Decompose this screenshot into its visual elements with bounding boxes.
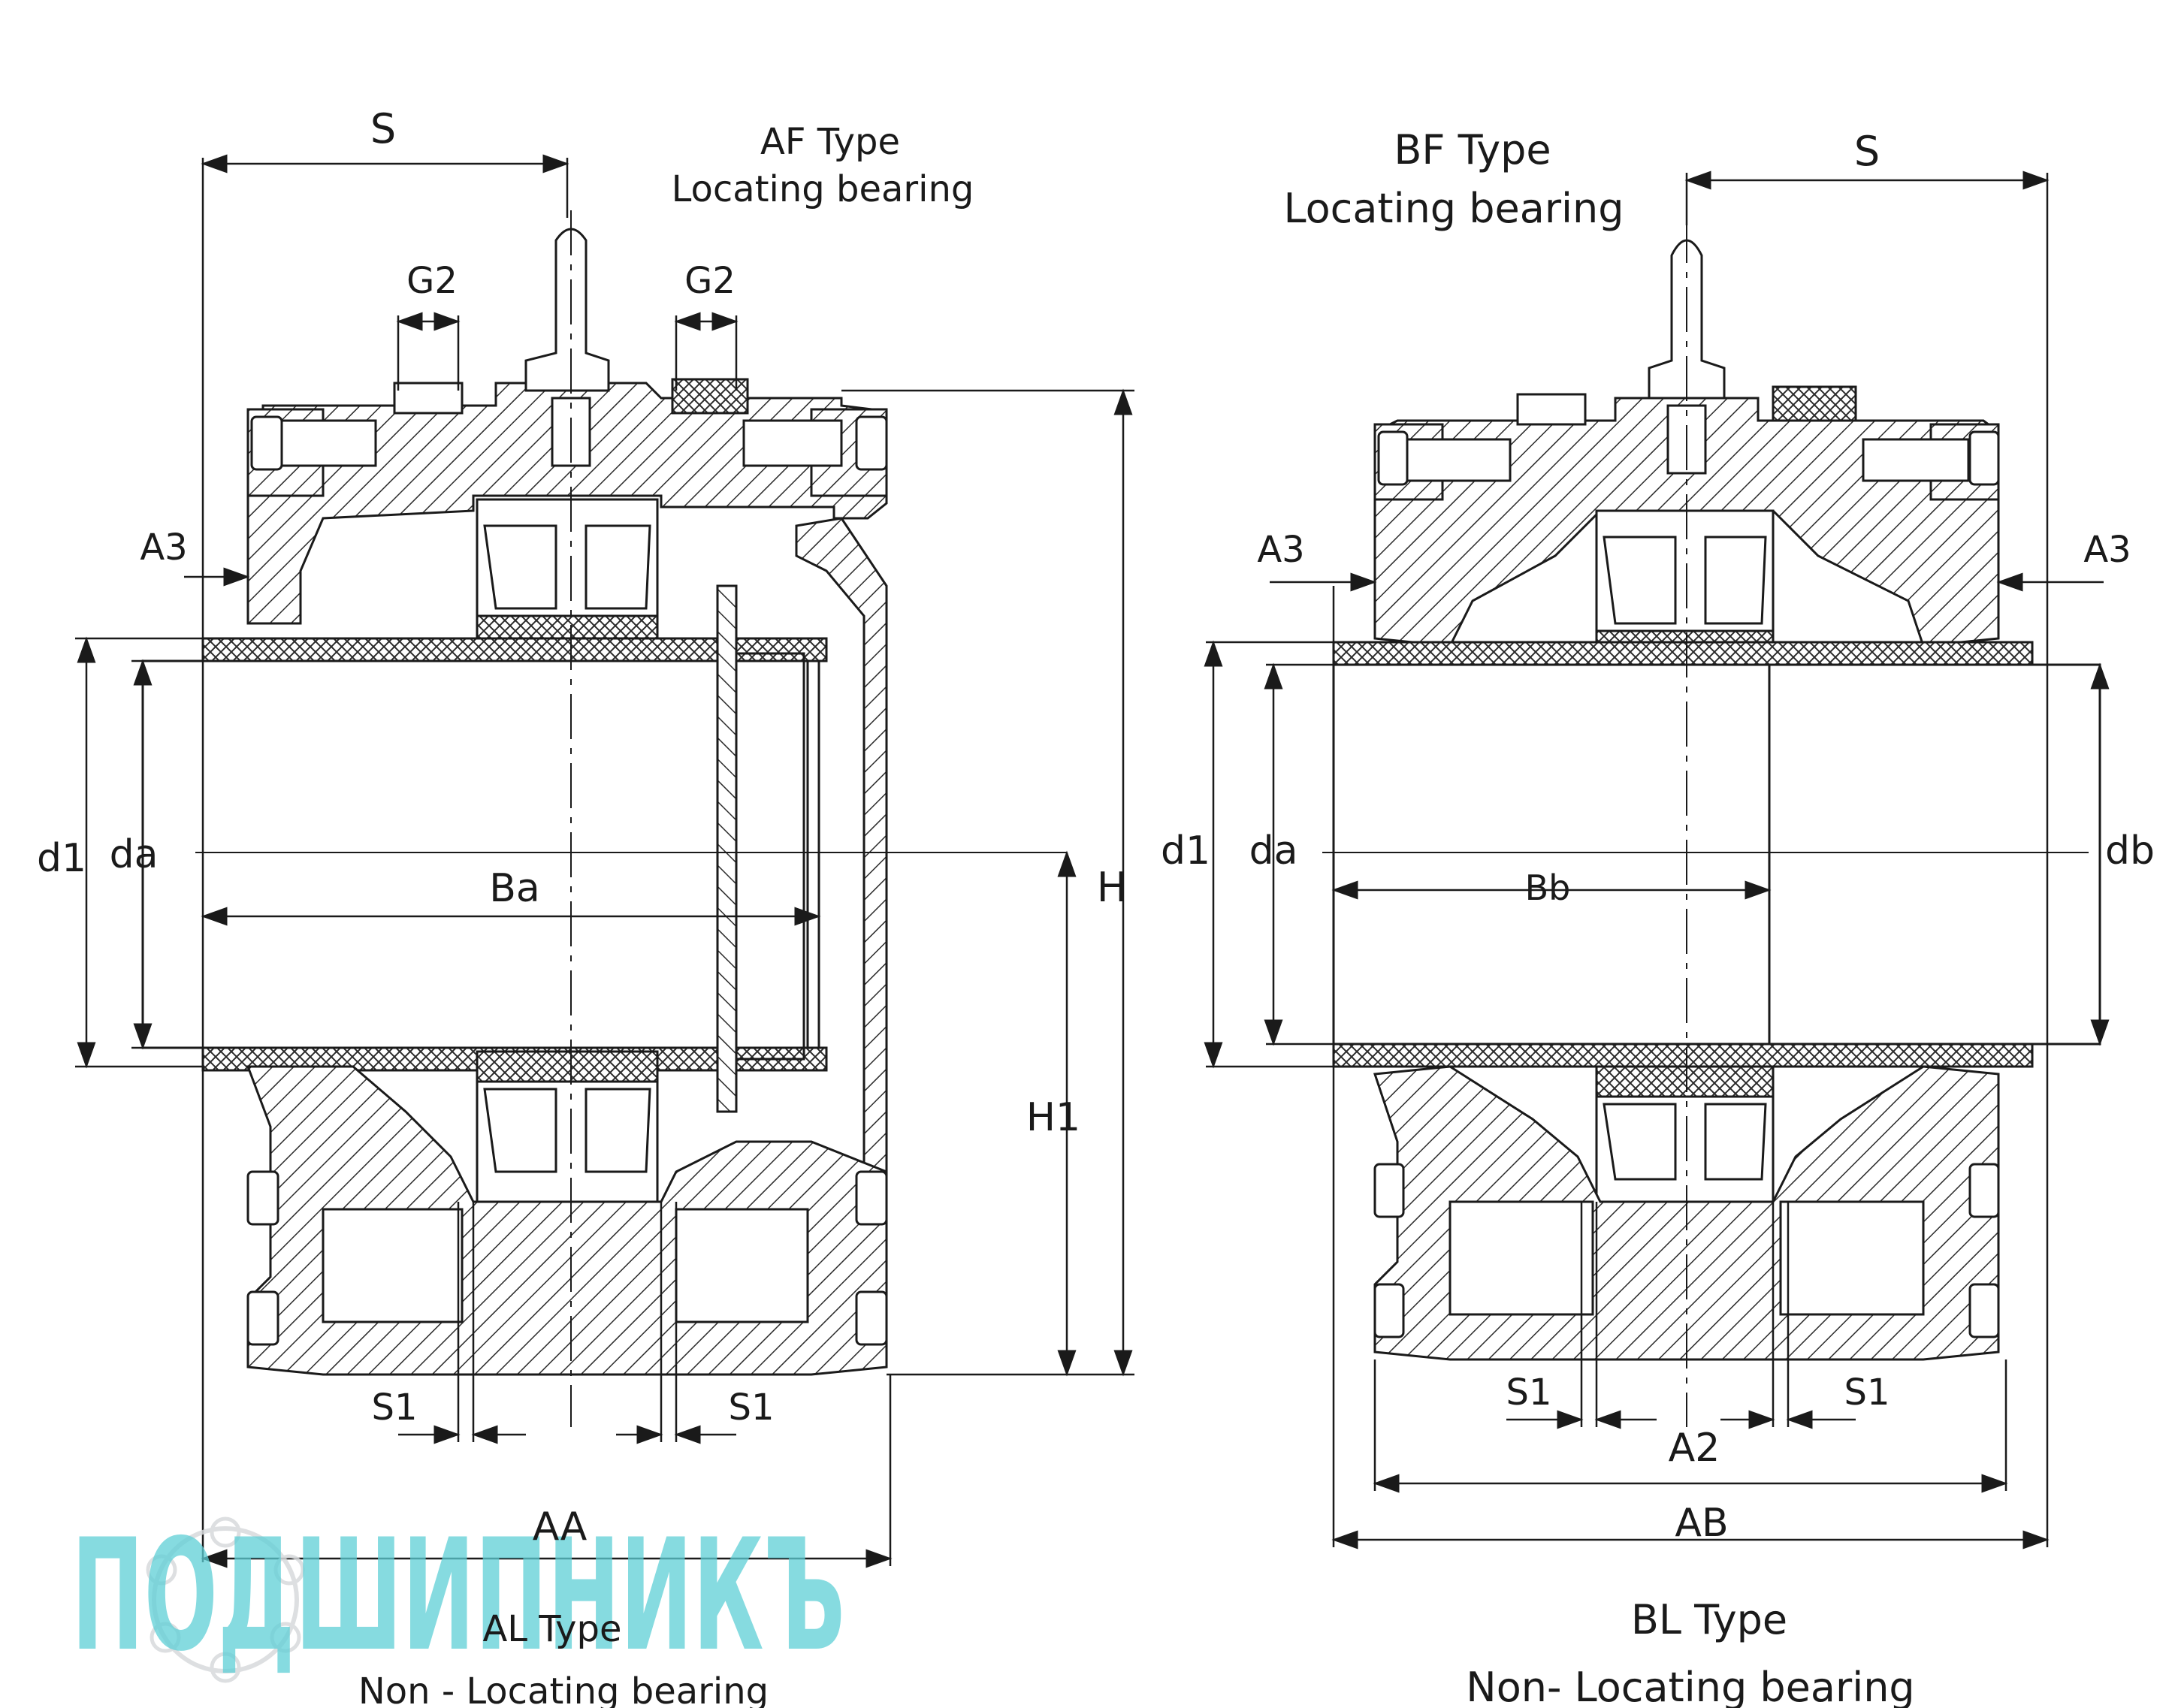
right-labels: BF Type Locating bearing S A3 A3 d1 da d… <box>1161 126 2155 1708</box>
right-shaft-right <box>1768 663 2101 1046</box>
af-type-title: AF Type <box>760 121 900 163</box>
bf-type-title: BF Type <box>1394 126 1551 174</box>
left-g2-label-1: G2 <box>406 260 458 302</box>
left-da-label: da <box>110 832 159 877</box>
right-s-label: S <box>1854 128 1880 175</box>
left-dimensions <box>75 154 1134 1568</box>
left-labels: AF Type Locating bearing S G2 G2 A3 d1 d… <box>37 105 1127 1708</box>
left-h-label: H <box>1097 864 1128 911</box>
right-bb-label: Bb <box>1525 868 1571 908</box>
left-upper-housing <box>246 382 888 625</box>
left-h1-label: H1 <box>1026 1095 1080 1140</box>
left-g2-label-2: G2 <box>684 260 736 302</box>
right-ab-label: AB <box>1675 1501 1728 1546</box>
af-type-subtitle: Locating bearing <box>672 168 974 210</box>
watermark-text: ПОДШИПНИКЪ <box>71 1507 845 1685</box>
bl-type-title: BL Type <box>1631 1596 1787 1643</box>
right-a2-label: A2 <box>1669 1426 1720 1471</box>
right-db-label: db <box>2105 828 2155 874</box>
left-s-label: S <box>370 105 396 152</box>
left-shaft <box>141 659 820 1049</box>
left-view <box>141 210 1067 1427</box>
left-d1-label: d1 <box>37 836 86 881</box>
watermark-logo <box>146 1516 305 1683</box>
left-s1-label-1: S1 <box>371 1387 417 1429</box>
left-s1-label-2: S1 <box>728 1387 774 1429</box>
left-base-window-r <box>675 1208 809 1323</box>
left-aa-label: AA <box>533 1504 588 1550</box>
left-a3-label: A3 <box>140 527 187 569</box>
bf-type-subtitle: Locating bearing <box>1283 185 1624 232</box>
bl-type-subtitle: Non- Locating bearing <box>1466 1664 1914 1708</box>
al-type-subtitle: Non - Locating bearing <box>358 1670 769 1708</box>
left-base-window-l <box>322 1208 464 1323</box>
right-view <box>1322 218 2101 1427</box>
right-a3-label-1: A3 <box>1257 529 1304 571</box>
right-dimensions <box>1204 170 2110 1550</box>
right-s1-label-1: S1 <box>1506 1372 1551 1414</box>
right-s1-label-2: S1 <box>1844 1372 1890 1414</box>
right-shaft-left <box>1332 663 1771 1046</box>
left-grease-nipple <box>524 228 610 392</box>
right-da-label: da <box>1249 828 1298 874</box>
al-type-title: AL Type <box>482 1608 621 1650</box>
right-d1-label: d1 <box>1161 828 1210 874</box>
left-ba-label: Ba <box>489 866 540 911</box>
right-a3-label-2: A3 <box>2083 529 2131 571</box>
